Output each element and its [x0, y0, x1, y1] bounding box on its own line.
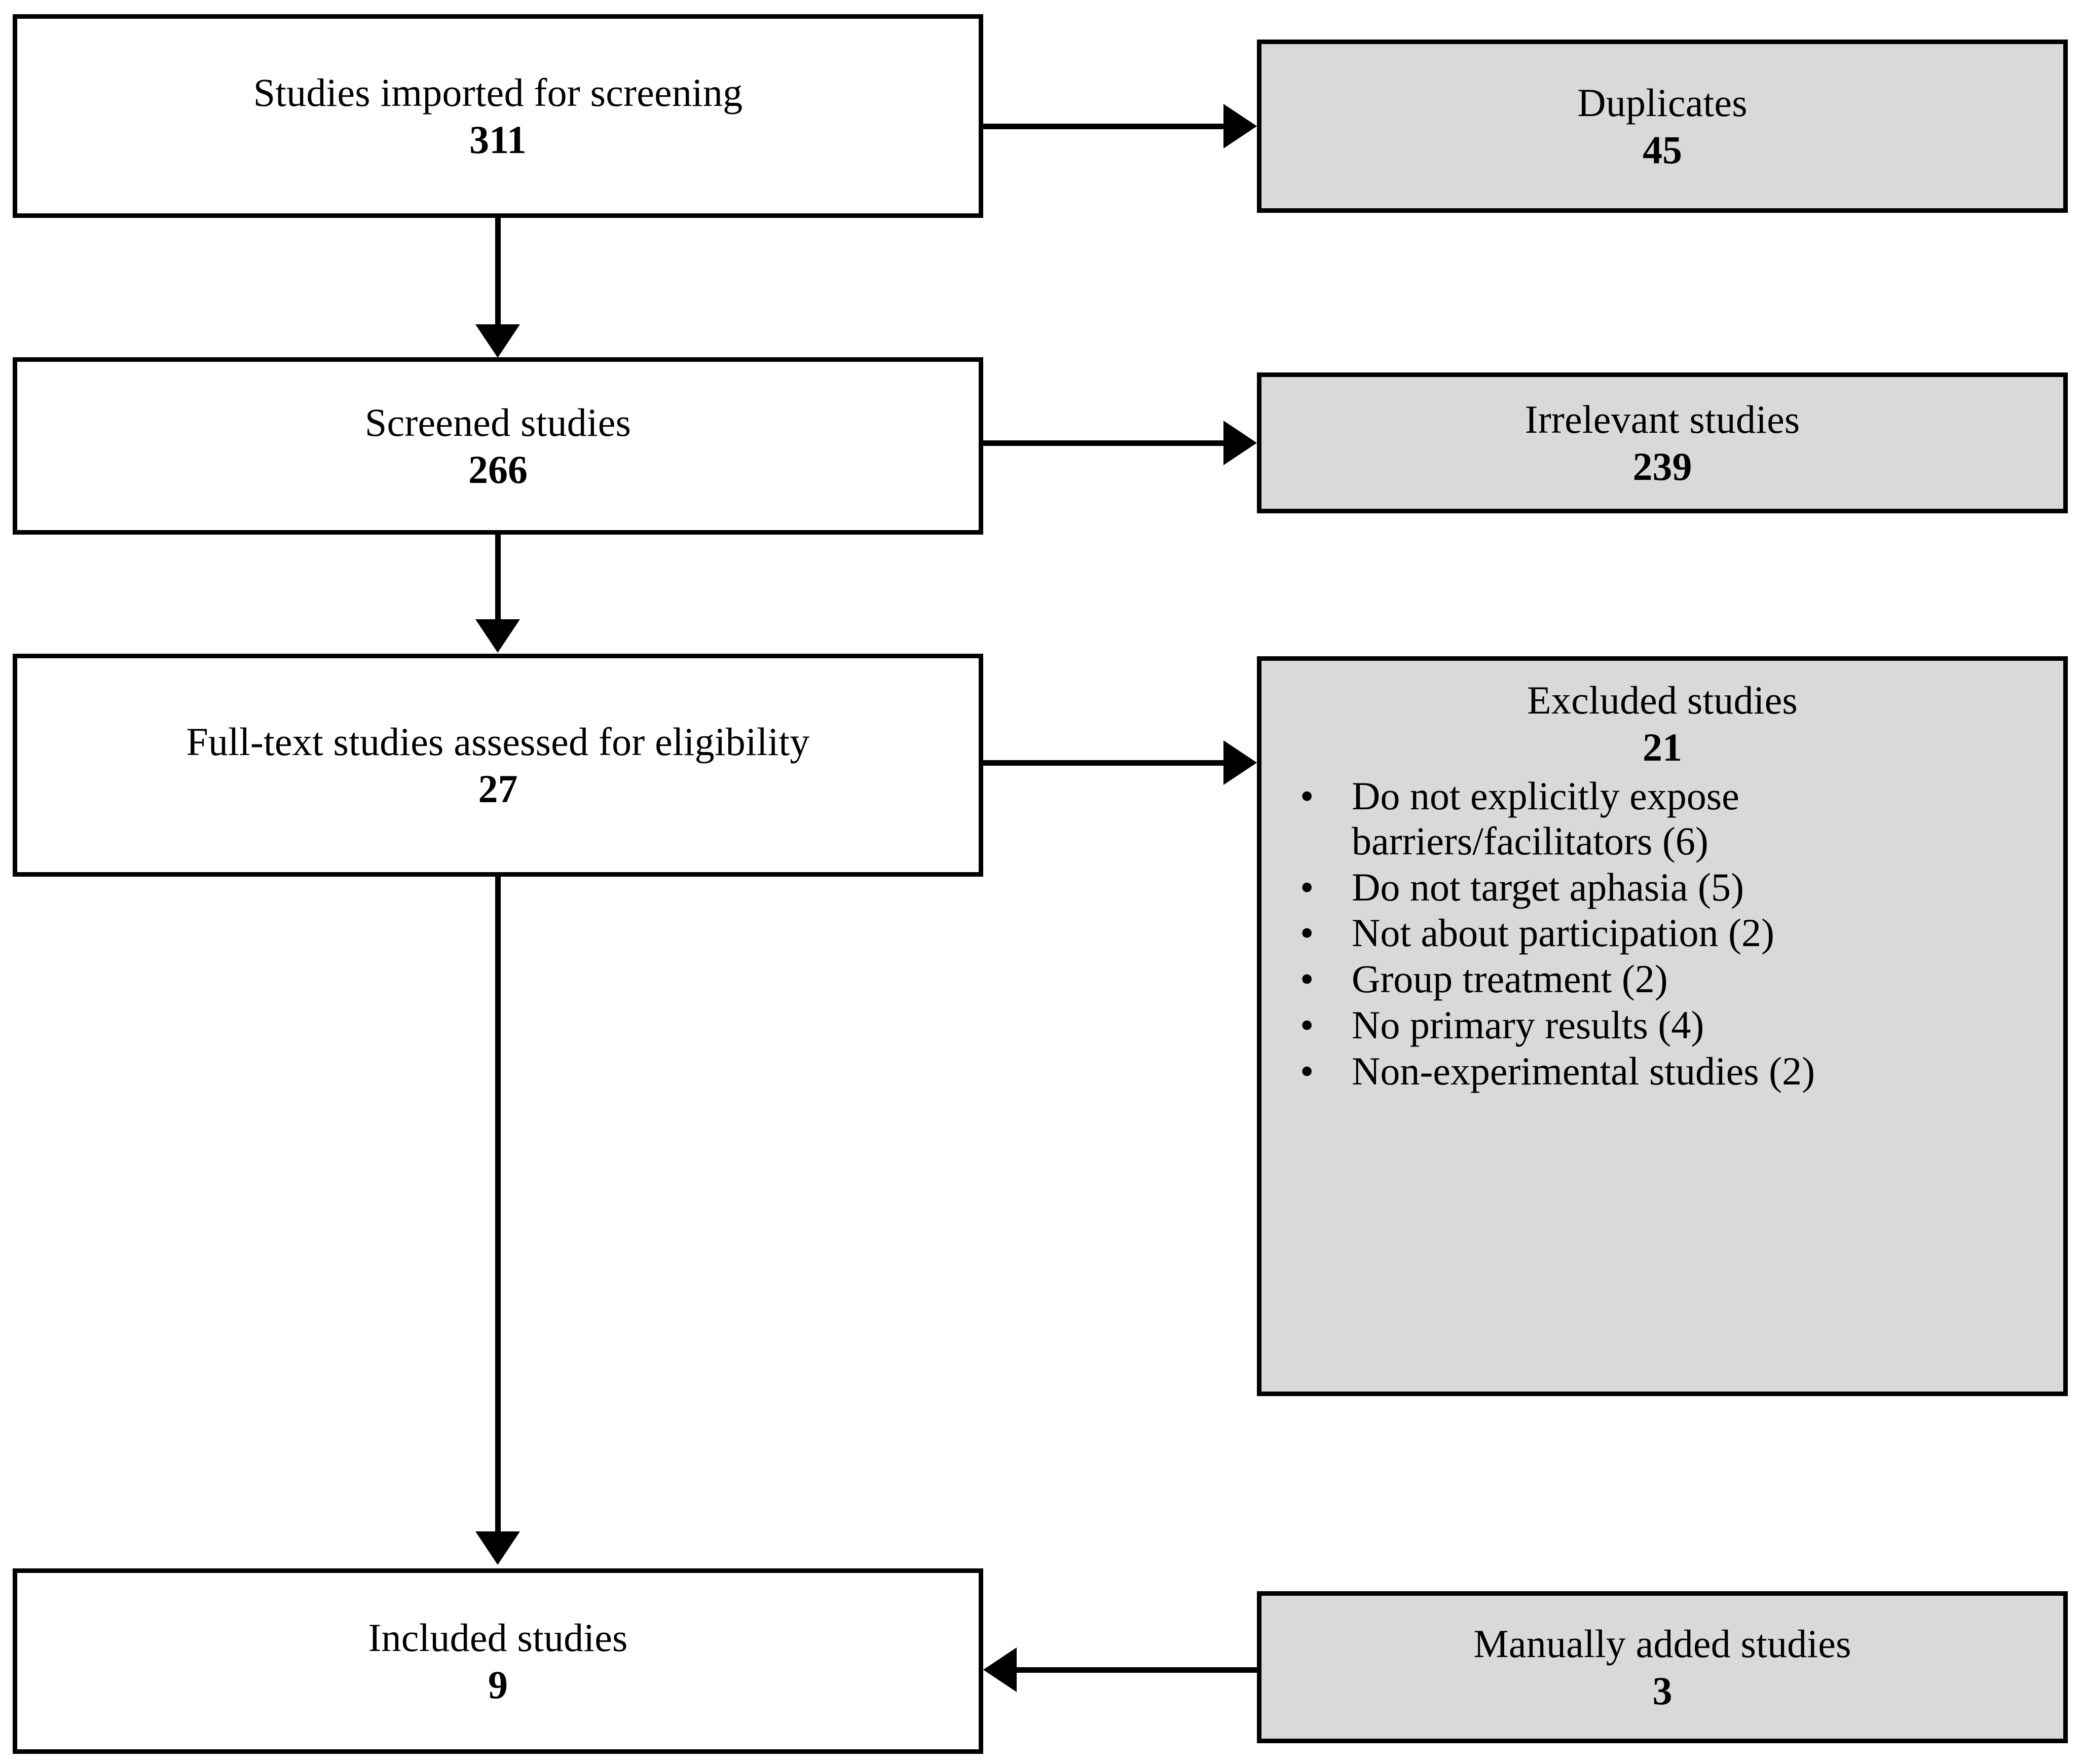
- connector-imported-to-duplicates: [983, 124, 1227, 129]
- node-studies-imported: Studies imported for screening 311: [13, 14, 983, 218]
- node-included-studies-count: 9: [488, 1663, 508, 1707]
- arrowhead-screened-to-fulltext: [475, 619, 520, 653]
- bullet-icon: •: [1300, 957, 1314, 1001]
- arrowhead-imported-to-duplicates: [1223, 104, 1257, 148]
- node-irrelevant-studies: Irrelevant studies 239: [1257, 372, 2068, 513]
- node-excluded-studies-count: 21: [1643, 725, 1682, 770]
- node-manually-added-studies-label: Manually added studies: [1473, 1621, 1851, 1666]
- node-excluded-studies-header: Excluded studies 21: [1261, 678, 2063, 770]
- connector-screened-to-fulltext: [495, 535, 501, 623]
- arrowhead-imported-to-screened: [475, 324, 520, 358]
- arrowhead-manual-to-included: [983, 1647, 1017, 1692]
- node-included-studies: Included studies 9: [13, 1568, 983, 1754]
- excluded-reason-item: • No primary results (4): [1282, 1003, 2043, 1048]
- connector-manual-to-included: [1014, 1667, 1257, 1673]
- excluded-reason-item: • Do not target aphasia (5): [1282, 865, 2043, 910]
- excluded-reason-text: Group treatment (2): [1352, 957, 1668, 1001]
- excluded-reason-text: No primary results (4): [1352, 1003, 1704, 1047]
- bullet-icon: •: [1300, 911, 1314, 955]
- bullet-icon: •: [1300, 1003, 1314, 1047]
- excluded-reason-text: Not about participation (2): [1352, 911, 1774, 955]
- node-duplicates-count: 45: [1643, 128, 1682, 172]
- arrowhead-fulltext-to-included: [475, 1531, 520, 1565]
- connector-fulltext-to-included: [495, 877, 501, 1535]
- node-studies-imported-count: 311: [469, 118, 527, 162]
- connector-imported-to-screened: [495, 218, 501, 329]
- node-duplicates: Duplicates 45: [1257, 40, 2068, 213]
- excluded-reason-text: Do not target aphasia (5): [1352, 865, 1744, 909]
- arrowhead-screened-to-irrelevant: [1223, 421, 1257, 465]
- node-manually-added-studies: Manually added studies 3: [1257, 1591, 2068, 1743]
- bullet-icon: •: [1300, 865, 1314, 909]
- node-irrelevant-studies-count: 239: [1632, 444, 1692, 489]
- node-irrelevant-studies-label: Irrelevant studies: [1525, 397, 1800, 441]
- connector-fulltext-to-excluded: [983, 760, 1227, 766]
- node-fulltext-studies: Full-text studies assessed for eligibili…: [13, 654, 983, 877]
- node-screened-studies: Screened studies 266: [13, 357, 983, 535]
- excluded-reason-text: Do not explicitly expose barriers/facili…: [1352, 773, 1739, 863]
- node-screened-studies-count: 266: [468, 447, 528, 492]
- bullet-icon: •: [1300, 773, 1314, 818]
- excluded-reason-item: • Do not explicitly expose barriers/faci…: [1282, 774, 2043, 864]
- node-fulltext-studies-label: Full-text studies assessed for eligibili…: [186, 719, 810, 764]
- excluded-reason-item: • Group treatment (2): [1282, 957, 2043, 1002]
- node-duplicates-label: Duplicates: [1577, 80, 1748, 125]
- bullet-icon: •: [1300, 1049, 1314, 1094]
- node-excluded-studies: Excluded studies 21 • Do not explicitly …: [1257, 656, 2068, 1396]
- node-fulltext-studies-count: 27: [478, 767, 518, 811]
- node-manually-added-studies-count: 3: [1652, 1669, 1673, 1713]
- excluded-reasons-list: • Do not explicitly expose barriers/faci…: [1261, 774, 2063, 1095]
- excluded-reason-item: • Not about participation (2): [1282, 911, 2043, 956]
- node-screened-studies-label: Screened studies: [364, 400, 631, 444]
- node-included-studies-label: Included studies: [368, 1615, 628, 1660]
- excluded-reason-item: • Non-experimental studies (2): [1282, 1049, 2043, 1094]
- node-studies-imported-label: Studies imported for screening: [253, 70, 743, 115]
- connector-screened-to-irrelevant: [983, 440, 1227, 446]
- excluded-reason-text: Non-experimental studies (2): [1352, 1049, 1815, 1094]
- arrowhead-fulltext-to-excluded: [1223, 740, 1257, 785]
- node-excluded-studies-label: Excluded studies: [1527, 678, 1798, 722]
